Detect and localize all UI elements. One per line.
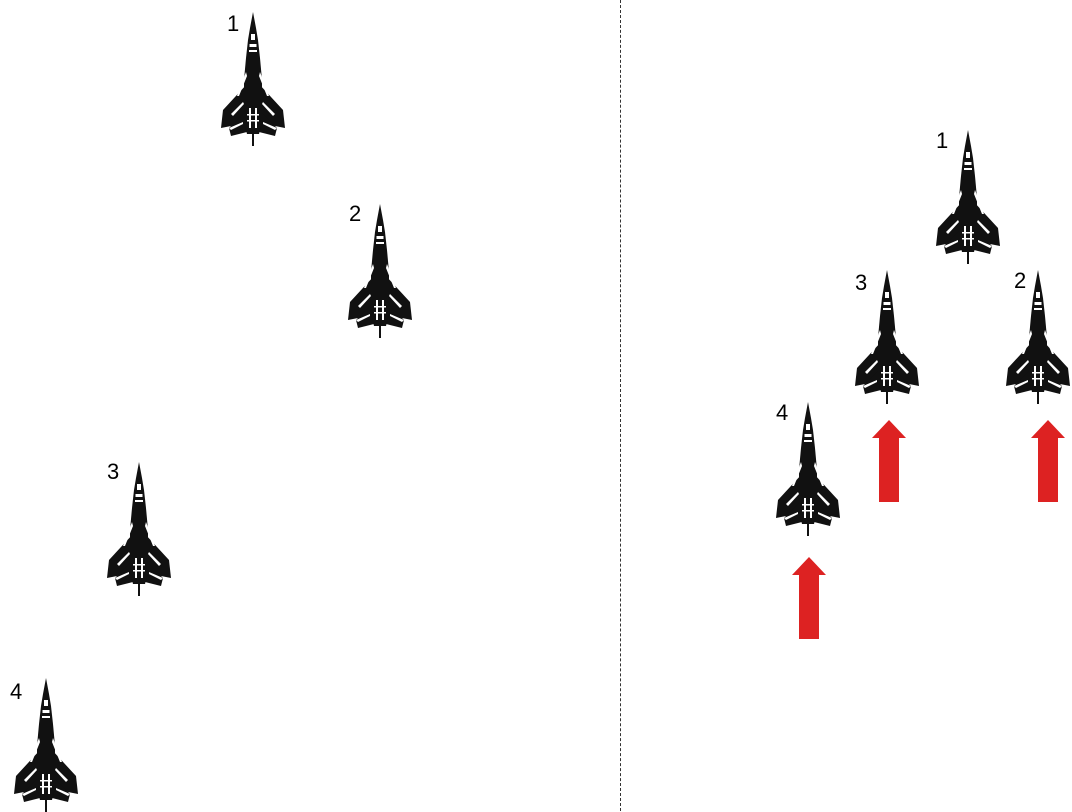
fighter-jet-icon xyxy=(1004,268,1072,404)
fighter-jet-icon xyxy=(853,268,921,404)
fighter-jet-icon xyxy=(346,202,414,338)
fighter-jet-icon xyxy=(219,10,287,146)
fighter-jet-icon xyxy=(774,400,842,536)
arrow-up-icon xyxy=(1031,420,1065,502)
fighter-jet-icon xyxy=(934,128,1002,264)
fighter-jet-icon xyxy=(105,460,173,596)
fighter-jet-icon xyxy=(12,676,80,812)
arrow-up-icon xyxy=(872,420,906,502)
dashed-divider xyxy=(620,0,621,811)
arrow-up-icon xyxy=(792,557,826,639)
